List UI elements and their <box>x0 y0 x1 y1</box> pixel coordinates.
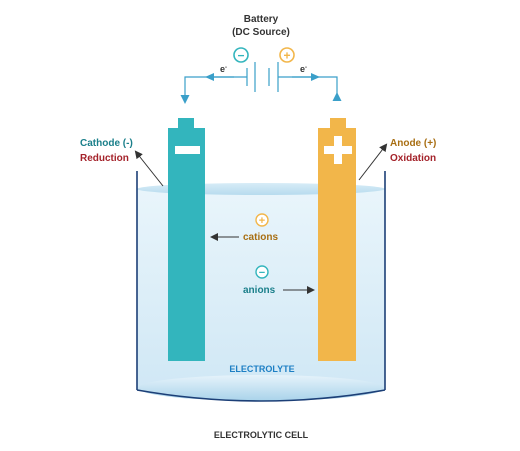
anode-electrode <box>318 118 356 361</box>
electron-label-left: e- <box>220 64 227 74</box>
electron-label-right: e- <box>300 64 307 74</box>
battery-subtitle: (DC Source) <box>232 27 290 38</box>
anion-icon: − <box>255 265 269 279</box>
cathode-pointer-arrow <box>134 150 164 187</box>
electron-flow-arrow-left-icon <box>205 73 214 81</box>
wire-arrow-up-icon <box>332 92 342 101</box>
battery-cell-icon <box>246 62 279 92</box>
beaker-outline <box>136 171 386 402</box>
cations-label: cations <box>243 232 278 243</box>
svg-text:−: − <box>237 49 244 63</box>
anode-plus-icon <box>324 136 352 164</box>
electron-flow-arrow-right-icon <box>311 73 320 81</box>
cathode-minus-icon <box>175 146 200 154</box>
anions-label: anions <box>243 285 276 296</box>
svg-text:+: + <box>259 215 265 227</box>
cathode-process-label: Reduction <box>80 153 129 164</box>
circuit-wire <box>184 76 338 98</box>
beaker-bottom <box>138 375 384 401</box>
anode-process-label: Oxidation <box>390 153 436 164</box>
wire-arrow-down-icon <box>180 95 190 104</box>
anode-pointer-arrow <box>358 143 388 181</box>
electrolyte-label: ELECTROLYTE <box>229 364 294 374</box>
svg-text:−: − <box>259 267 265 279</box>
anode-label: Anode (+) <box>390 138 436 149</box>
cathode-electrode <box>168 118 205 361</box>
battery-negative-terminal-icon: − <box>233 47 249 63</box>
cathode-label: Cathode (-) <box>80 138 133 149</box>
cation-icon: + <box>255 213 269 227</box>
battery-title: Battery <box>244 14 279 25</box>
battery-positive-terminal-icon: + <box>279 47 295 63</box>
svg-text:+: + <box>283 49 290 63</box>
diagram-caption: ELECTROLYTIC CELL <box>214 430 309 440</box>
